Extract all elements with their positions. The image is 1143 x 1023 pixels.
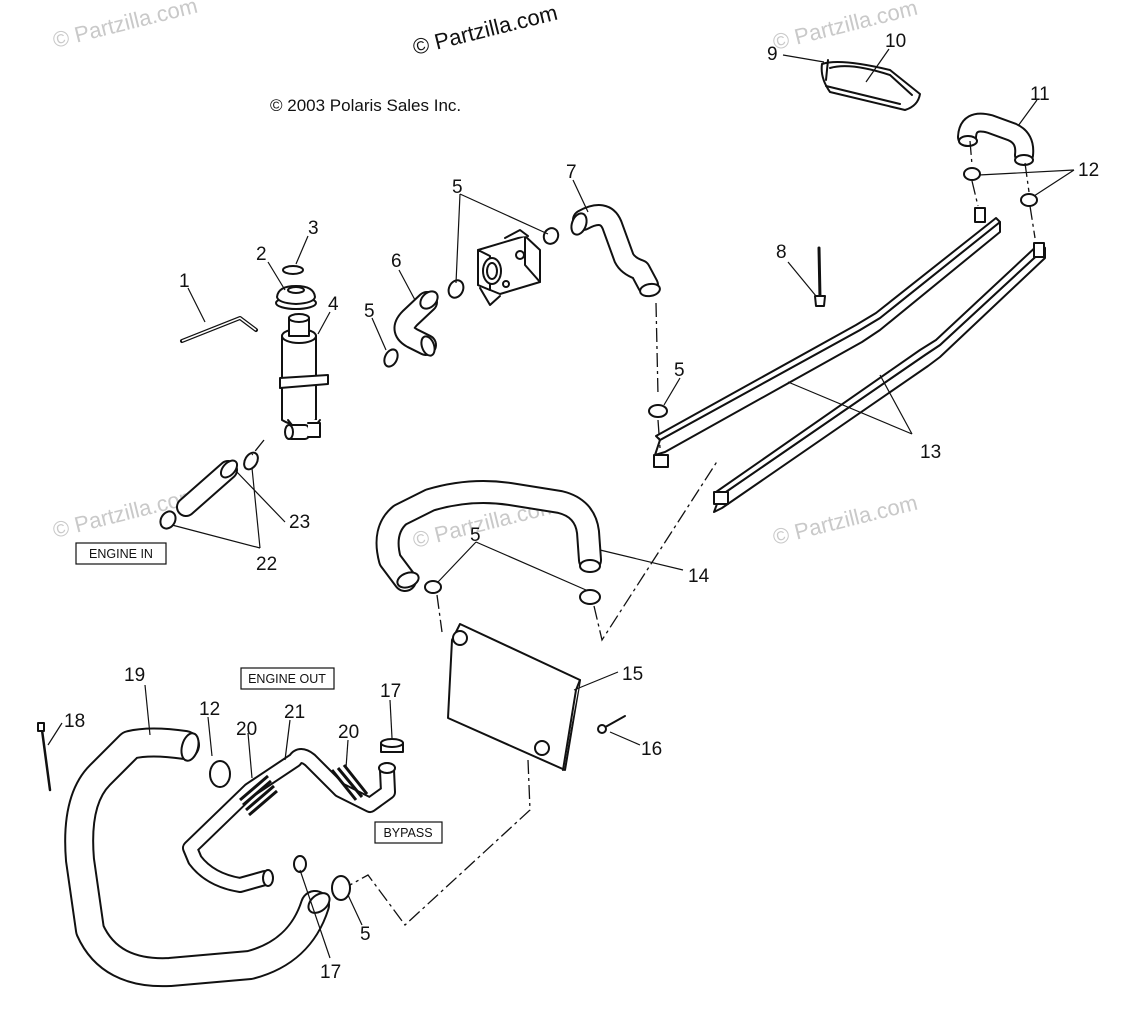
callout-numbers: 1 2 3 4 5 5 5 5 5 6 7 8 9 10 11 12 12 13… <box>64 31 1099 983</box>
part-17-clamps <box>293 738 404 873</box>
callout-5d: 5 <box>470 525 481 546</box>
part-5-clamps-lower <box>424 580 601 605</box>
bypass-text: BYPASS <box>383 826 432 840</box>
callout-5c: 5 <box>674 360 685 381</box>
part-12-clamp-lower <box>209 760 231 788</box>
engine-out-label: ENGINE OUT <box>240 667 335 690</box>
callout-4: 4 <box>328 294 339 315</box>
callout-6: 6 <box>391 251 402 272</box>
callout-12b: 12 <box>199 699 220 720</box>
part-12-clamps-top <box>963 167 1038 207</box>
watermark-mid-right: © Partzilla.com <box>770 490 920 550</box>
engine-in-label: ENGINE IN <box>75 542 167 565</box>
engine-in-text: ENGINE IN <box>89 547 153 561</box>
callout-5a: 5 <box>452 177 463 198</box>
callout-19: 19 <box>124 665 145 686</box>
part-11-hose <box>957 112 1035 166</box>
part-22-clamps <box>159 451 259 530</box>
part-5-clamp-bottom <box>331 875 351 901</box>
callout-15: 15 <box>622 664 643 685</box>
callout-11: 11 <box>1030 84 1050 105</box>
part-9-screw <box>825 59 829 81</box>
callout-17a: 17 <box>380 681 401 702</box>
part-6-hose <box>393 290 439 357</box>
callout-12a: 12 <box>1078 160 1099 181</box>
callout-20b: 20 <box>338 722 359 743</box>
part-3-oring <box>282 265 304 275</box>
callout-10: 10 <box>885 31 906 52</box>
part-5-clamp-mid <box>648 404 668 418</box>
part-2-cap <box>275 285 317 310</box>
bypass-label: BYPASS <box>374 821 443 844</box>
callout-16: 16 <box>641 739 662 760</box>
callout-9: 9 <box>767 44 778 65</box>
watermark-mid-left: © Partzilla.com <box>50 483 200 543</box>
connector-lines <box>251 140 1036 926</box>
part-10-cover <box>820 61 921 111</box>
part-23-hose <box>176 459 239 517</box>
part-18-dipstick <box>37 722 52 792</box>
callout-2: 2 <box>256 244 267 265</box>
part-16-fitting <box>597 715 626 734</box>
callout-1: 1 <box>179 271 190 292</box>
part-19-hose <box>64 727 331 988</box>
leader-lines <box>47 48 1075 959</box>
callout-5e: 5 <box>360 924 371 945</box>
copyright-text: © 2003 Polaris Sales Inc. <box>270 96 461 115</box>
callout-21: 21 <box>284 702 305 723</box>
part-15-plate <box>447 623 581 771</box>
part-21-pipe <box>182 748 396 893</box>
watermark-top-left: © Partzilla.com <box>50 0 200 53</box>
part-4-reservoir <box>279 313 329 440</box>
engine-out-text: ENGINE OUT <box>248 672 326 686</box>
callout-8: 8 <box>776 242 787 263</box>
callout-3: 3 <box>308 218 319 239</box>
part-1-rod <box>180 316 258 343</box>
callout-7: 7 <box>566 162 577 183</box>
callout-17b: 17 <box>320 962 341 983</box>
part-20-bellows <box>239 764 369 817</box>
part-14-hose <box>375 480 602 592</box>
part-5-clamps-top <box>383 227 560 368</box>
thermostat-housing <box>477 229 541 306</box>
callout-23: 23 <box>289 512 310 533</box>
part-8-bolt <box>814 246 826 307</box>
part-7-hose <box>570 204 661 298</box>
part-13-heat-exchangers <box>653 207 1046 513</box>
callout-5b: 5 <box>364 301 375 322</box>
callout-13: 13 <box>920 442 941 463</box>
callout-20a: 20 <box>236 719 257 740</box>
watermark-top-center: © Partzilla.com <box>410 0 560 60</box>
callout-18: 18 <box>64 711 85 732</box>
callout-14: 14 <box>688 566 710 587</box>
callout-22: 22 <box>256 554 277 575</box>
